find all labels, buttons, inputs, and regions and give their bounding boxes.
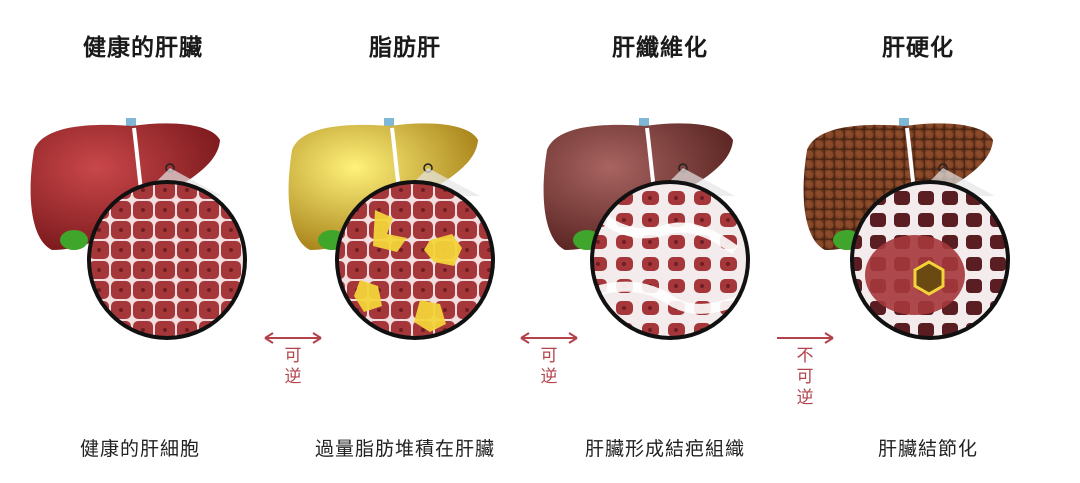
transition-reversible-2: 可 逆 [514,332,584,388]
double-arrow-icon [264,332,322,344]
transition-char: 逆 [540,367,558,387]
stage-title-fatty: 脂肪肝 [369,35,441,61]
stage-title-fibrosis: 肝纖維化 [612,35,708,61]
right-arrow-icon [777,332,834,344]
magnifier-circle-icon [590,180,750,340]
stage-caption-fibrosis: 肝臟形成結疤組織 [584,438,746,460]
double-arrow-icon [520,332,578,344]
magnifier-circle-icon [335,180,495,340]
stage-caption-cirrhosis: 肝臟結節化 [877,438,979,460]
fibrosis-liver-panel [543,118,750,340]
transition-char: 逆 [284,367,302,387]
gallbladder-icon [60,230,88,250]
transition-char: 可 [540,346,558,366]
transition-char: 可 [796,367,814,387]
stage-caption-healthy: 健康的肝細胞 [79,438,201,460]
magnifier-circle-icon [87,180,247,340]
stage-title-cirrhosis: 肝硬化 [882,35,954,61]
cirrhosis-liver-panel [803,118,1010,340]
transition-char: 不 [796,346,814,366]
healthy-liver-panel [30,118,247,340]
transition-reversible-1: 可 逆 [258,332,328,388]
transition-char: 可 [284,346,302,366]
stage-caption-fatty: 過量脂肪堆積在肝臟 [314,438,496,460]
magnifier-circle-icon [850,180,1010,340]
fatty-liver-panel [288,118,495,340]
stage-title-healthy: 健康的肝臟 [83,35,203,61]
transition-irreversible: 不 可 逆 [770,332,840,409]
transition-char: 逆 [796,388,814,408]
